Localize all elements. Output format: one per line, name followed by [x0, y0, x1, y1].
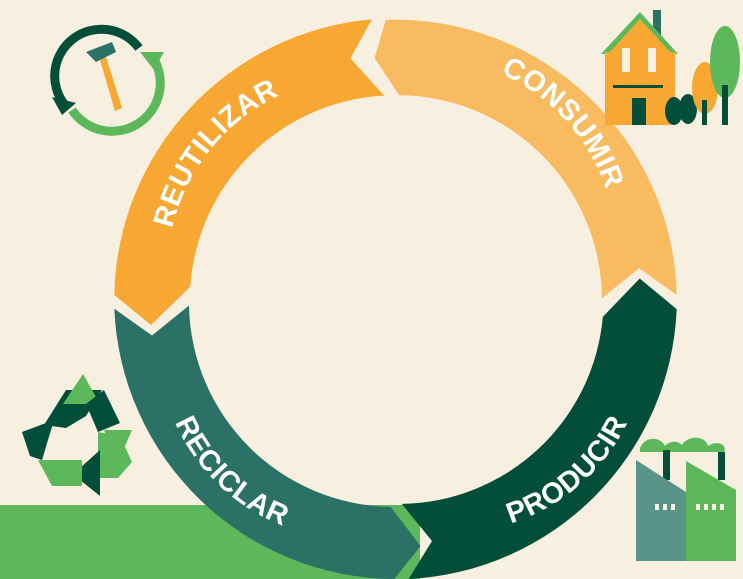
segment-consumir: [374, 19, 677, 299]
segment-reciclar: [114, 305, 421, 579]
segment-reutilizar: [114, 19, 385, 326]
factory-icon: [636, 437, 736, 561]
house-trees-icon: [601, 10, 740, 125]
segment-producir: [401, 278, 677, 579]
reuse-hammer-icon: [50, 24, 165, 136]
recycle-icon: [22, 374, 132, 496]
